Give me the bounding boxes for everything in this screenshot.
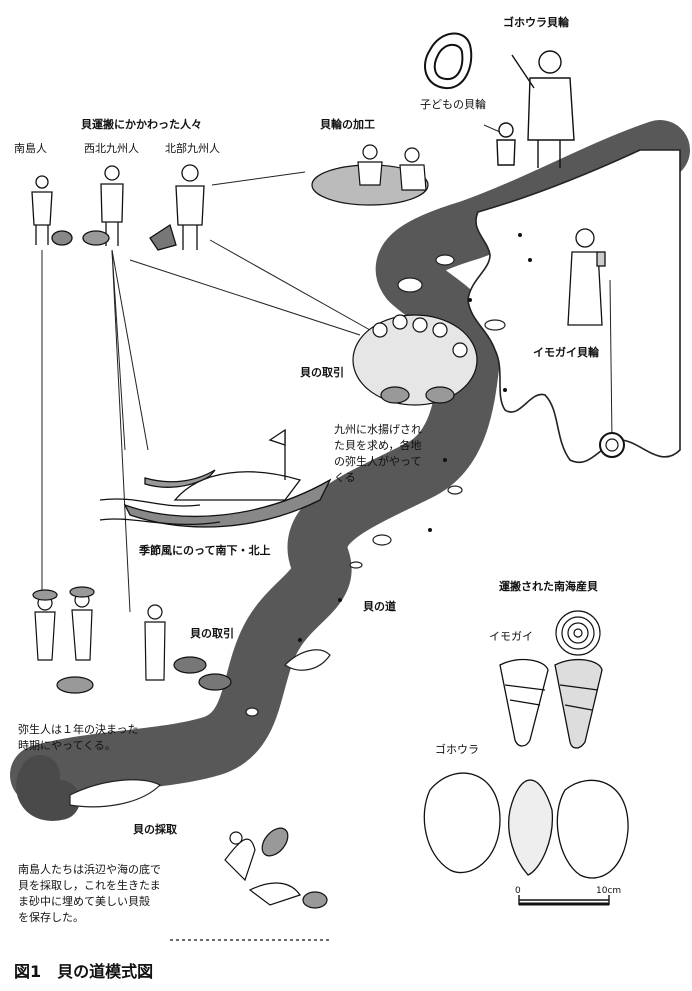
label-seihoku: 西北九州人 [84, 142, 139, 155]
islet-dots [298, 233, 532, 642]
yayoi-note-line: 弥生人は１年の決まった [18, 723, 139, 736]
kyushu-note-line: 九州に水揚げされ [334, 423, 422, 436]
label-child-ring: 子どもの貝輪 [420, 98, 486, 111]
label-gohoura-ring: ゴホウラ貝輪 [503, 16, 569, 29]
label-harvest: 貝の採取 [133, 823, 177, 836]
harvest-note-line: ま砂中に埋めて美しい貝殻 [18, 895, 150, 908]
kyushu-note-line: た貝を求め，各地 [334, 439, 422, 452]
label-trade-lower: 貝の取引 [190, 627, 234, 640]
label-nantou: 南島人 [14, 142, 47, 155]
yayoi-note-line: 時期にやってくる。 [18, 739, 116, 752]
label-gohoura: ゴホウラ [435, 743, 479, 756]
label-processing: 貝輪の加工 [320, 118, 375, 131]
figure-gohoura-man [496, 50, 575, 168]
label-imogai: イモガイ [489, 630, 533, 643]
scale-zero: 0 [515, 886, 521, 896]
yayoi-note: 弥生人は１年の決まった 時期にやってくる。 [18, 722, 139, 754]
shell-road-band-tail [16, 755, 80, 821]
harvest-note-line: を保存した。 [18, 911, 84, 924]
boat-drawing [99, 428, 332, 528]
label-carriers: 貝運搬にかかわった人々 [81, 118, 202, 131]
figure-seihoku [82, 165, 124, 246]
scale-bar [518, 895, 610, 906]
figure-imogai-woman [567, 228, 606, 326]
imogai-shells [499, 658, 603, 749]
label-monsoon: 季節風にのって南下・北上 [139, 544, 271, 557]
label-hokubu: 北部九州人 [165, 142, 220, 155]
gohoura-shells [423, 772, 629, 879]
harvest-note-line: 貝を採取し，これを生きたま [18, 879, 161, 892]
harvest-note-line: 南島人たちは浜辺や海の底で [18, 863, 161, 876]
processing-scene [311, 144, 429, 206]
label-imogai-ring: イモガイ貝輪 [533, 346, 599, 359]
harvest-divers [170, 827, 330, 941]
connector-lines [41, 124, 613, 613]
shell-road-band [10, 120, 690, 805]
label-trade-upper: 貝の取引 [300, 366, 344, 379]
figure-nantou [31, 175, 73, 246]
kyushu-note: 九州に水揚げされ た貝を求め，各地 の弥生人がやって くる [334, 422, 422, 486]
figure-hokubu [149, 164, 205, 251]
label-shell-road: 貝の道 [363, 600, 396, 613]
scale-ten: 10cm [596, 886, 622, 896]
gohoura-ring-drawing [424, 32, 473, 90]
harvest-note: 南島人たちは浜辺や海の底で 貝を採取し，これを生きたま ま砂中に埋めて美しい貝殻… [18, 862, 161, 926]
islands [69, 254, 506, 808]
label-transported: 運搬された南海産貝 [499, 580, 598, 593]
imogai-spiral [555, 610, 601, 656]
kyushu-note-line: の弥生人がやって [334, 455, 422, 468]
kyushu-note-line: くる [334, 471, 356, 484]
figure-caption: 図1 貝の道模式図 [14, 962, 154, 981]
trade-scene-lower [32, 586, 232, 694]
trade-crowd-upper [352, 314, 478, 406]
